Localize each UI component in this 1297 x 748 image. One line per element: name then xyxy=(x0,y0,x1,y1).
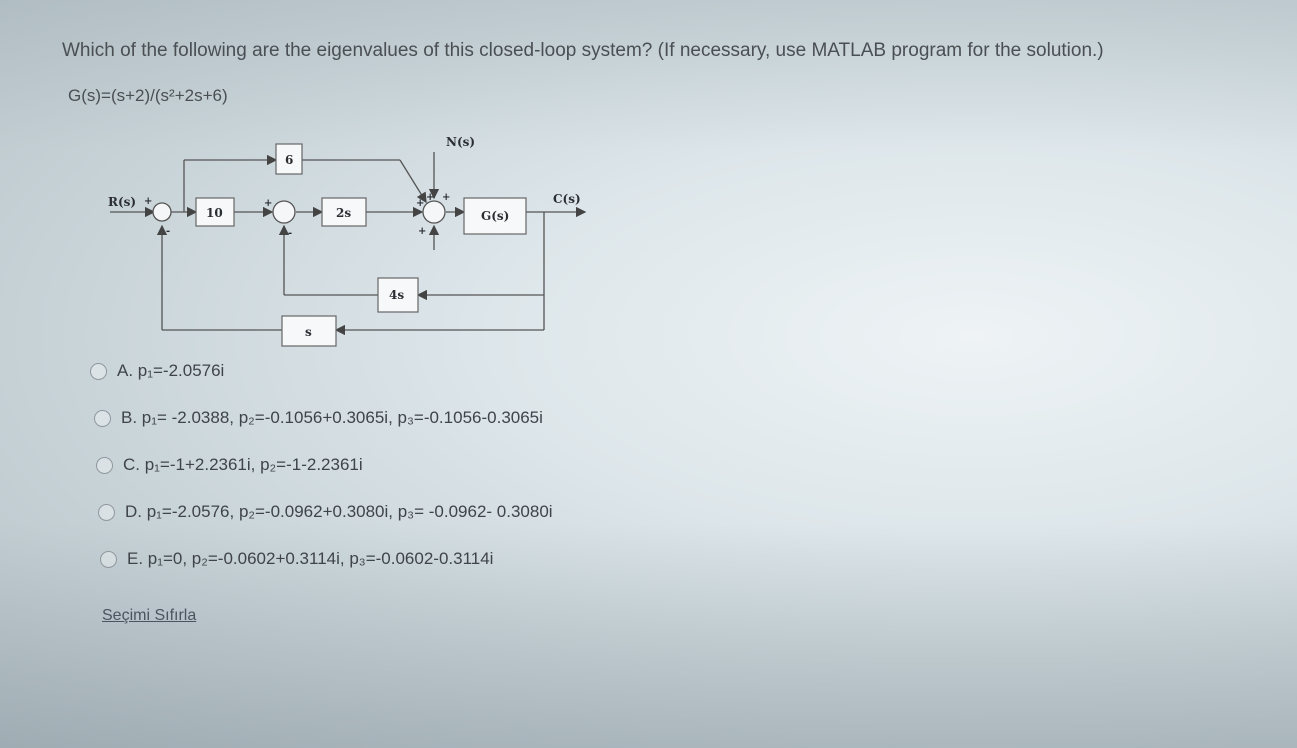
sign-s3-plus-left: + xyxy=(416,198,424,209)
summing-junction-1 xyxy=(152,202,172,222)
option-d-radio[interactable] xyxy=(98,503,115,521)
question-text: Which of the following are the eigenvalu… xyxy=(62,40,1104,61)
sign-s3-plus-n: + xyxy=(442,192,450,203)
option-e-radio[interactable] xyxy=(100,550,117,568)
block-gs-text: G(s) xyxy=(481,209,509,223)
option-c-radio[interactable] xyxy=(96,456,113,474)
block-4s xyxy=(377,277,419,313)
input-label: R(s) xyxy=(108,195,136,209)
sign-s2-minus: - xyxy=(288,228,292,239)
option-b-label: B. p₁= -2.0388, p₂=-0.1056+0.3065i, p₃=-… xyxy=(121,408,543,427)
sign-s3-plus-bottom: + xyxy=(418,226,426,237)
block-2s-text: 2s xyxy=(336,206,351,220)
output-label: C(s) xyxy=(553,192,581,206)
option-b[interactable]: B. p₁= -2.0388, p₂=-0.1056+0.3065i, p₃=-… xyxy=(94,407,553,429)
answer-options: A. p₁=-2.0576i B. p₁= -2.0388, p₂=-0.105… xyxy=(90,360,553,595)
block-4s-text: 4s xyxy=(389,288,404,302)
sign-s3-plus-top: + xyxy=(426,192,434,203)
gain-6-text: 6 xyxy=(285,153,293,167)
option-c-label: C. p₁=-1+2.2361i, p₂=-1-2.2361i xyxy=(123,455,363,474)
option-b-radio[interactable] xyxy=(94,409,111,427)
gain-10-block xyxy=(195,197,235,227)
block-s-text: s xyxy=(305,325,312,339)
option-a-radio[interactable] xyxy=(90,362,107,380)
block-s xyxy=(281,315,337,347)
gain-6-block xyxy=(275,143,303,175)
option-e[interactable]: E. p₁=0, p₂=-0.0602+0.3114i, p₃=-0.0602-… xyxy=(100,548,553,570)
block-2s xyxy=(321,197,367,227)
disturbance-label: N(s) xyxy=(446,135,475,149)
block-diagram: R(s) C(s) N(s) 10 6 2s G(s) 4s s + - + -… xyxy=(108,135,587,347)
sign-s1-plus: + xyxy=(144,196,152,207)
option-d[interactable]: D. p₁=-2.0576, p₂=-0.0962+0.3080i, p₃= -… xyxy=(98,501,553,523)
option-a-label: A. p₁=-2.0576i xyxy=(117,361,225,380)
summing-junction-3 xyxy=(422,200,446,224)
gain-10-text: 10 xyxy=(206,206,223,220)
signal-lines xyxy=(110,152,587,336)
reset-selection-link[interactable]: Seçimi Sıfırla xyxy=(102,607,197,624)
option-e-label: E. p₁=0, p₂=-0.0602+0.3114i, p₃=-0.0602-… xyxy=(127,549,494,568)
option-d-label: D. p₁=-2.0576, p₂=-0.0962+0.3080i, p₃= -… xyxy=(125,502,553,521)
transfer-function: G(s)=(s+2)/(s²+2s+6) xyxy=(68,86,228,105)
sign-s2-plus: + xyxy=(264,198,272,209)
summing-junction-2 xyxy=(272,200,296,224)
block-gs xyxy=(463,197,527,235)
sign-s1-minus: - xyxy=(166,226,170,237)
option-c[interactable]: C. p₁=-1+2.2361i, p₂=-1-2.2361i xyxy=(96,454,553,476)
option-a[interactable]: A. p₁=-2.0576i xyxy=(90,360,553,382)
